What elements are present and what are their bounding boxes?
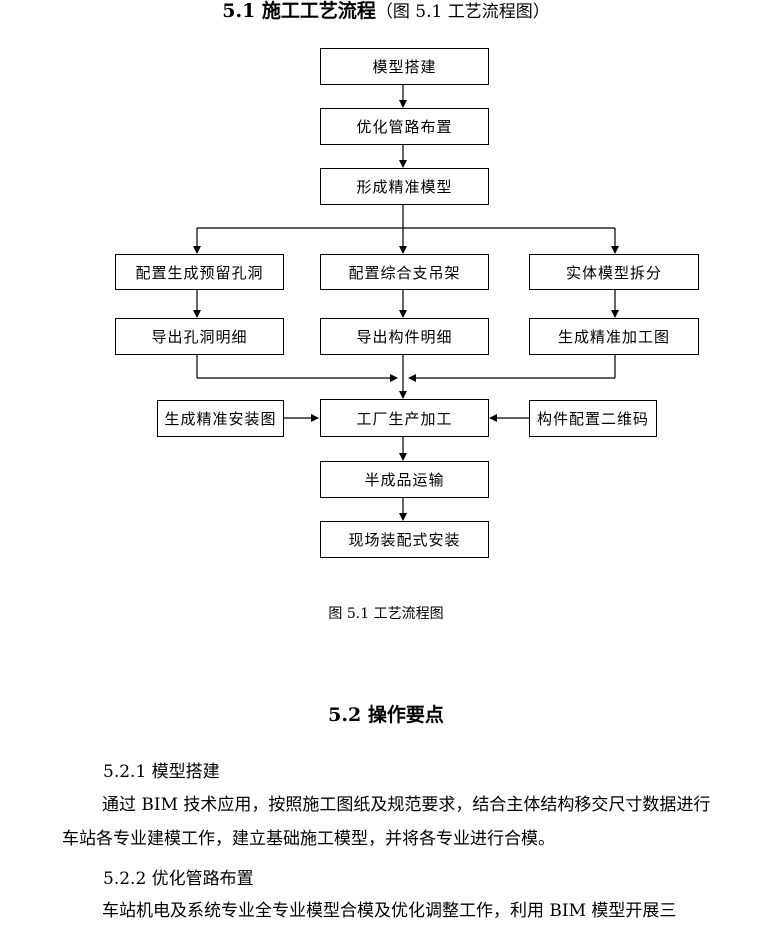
flow-box-precise-model: 形成精准模型 <box>320 168 489 205</box>
flow-box-semi-transport: 半成品运输 <box>320 461 489 498</box>
flow-box-export-components: 导出构件明细 <box>320 318 489 355</box>
flow-box-reserved-holes: 配置生成预留孔洞 <box>115 254 284 290</box>
section-5-2-heading: 5.2 操作要点 <box>328 704 444 726</box>
flow-box-site-install: 现场装配式安装 <box>320 521 489 558</box>
section-5-1-figure-ref: （图 5.1 工艺流程图） <box>375 2 550 22</box>
flow-box-processing-drawing: 生成精准加工图 <box>529 318 699 355</box>
flow-box-qr-code: 构件配置二维码 <box>529 400 657 437</box>
flowchart-connectors <box>193 84 619 521</box>
subsection-5-2-2-paragraph: 车站机电及系统专业全专业模型合模及优化调整工作，利用 BIM 模型开展三 <box>102 901 677 921</box>
flow-box-support-hangers: 配置综合支吊架 <box>320 254 489 290</box>
subsection-5-2-2-heading: 5.2.2 优化管路布置 <box>103 869 254 889</box>
subsection-5-2-1-paragraph: 通过 BIM 技术应用，按照施工图纸及规范要求，结合主体结构移交尺寸数据进行车站… <box>62 795 711 849</box>
flow-box-factory-production: 工厂生产加工 <box>320 399 489 437</box>
flow-box-model-build: 模型搭建 <box>320 48 489 85</box>
flow-box-optimize-pipes: 优化管路布置 <box>320 108 489 145</box>
section-5-1-heading: 5.1 施工工艺流程（图 5.1 工艺流程图） <box>0 0 772 23</box>
figure-caption: 图 5.1 工艺流程图 <box>328 606 444 622</box>
flow-box-install-drawing: 生成精准安装图 <box>157 400 284 437</box>
section-5-1-title: 5.1 施工工艺流程 <box>222 0 376 22</box>
flow-box-model-split: 实体模型拆分 <box>529 254 699 290</box>
subsection-5-2-1-heading: 5.2.1 模型搭建 <box>103 762 220 782</box>
flow-box-export-holes: 导出孔洞明细 <box>115 318 284 355</box>
